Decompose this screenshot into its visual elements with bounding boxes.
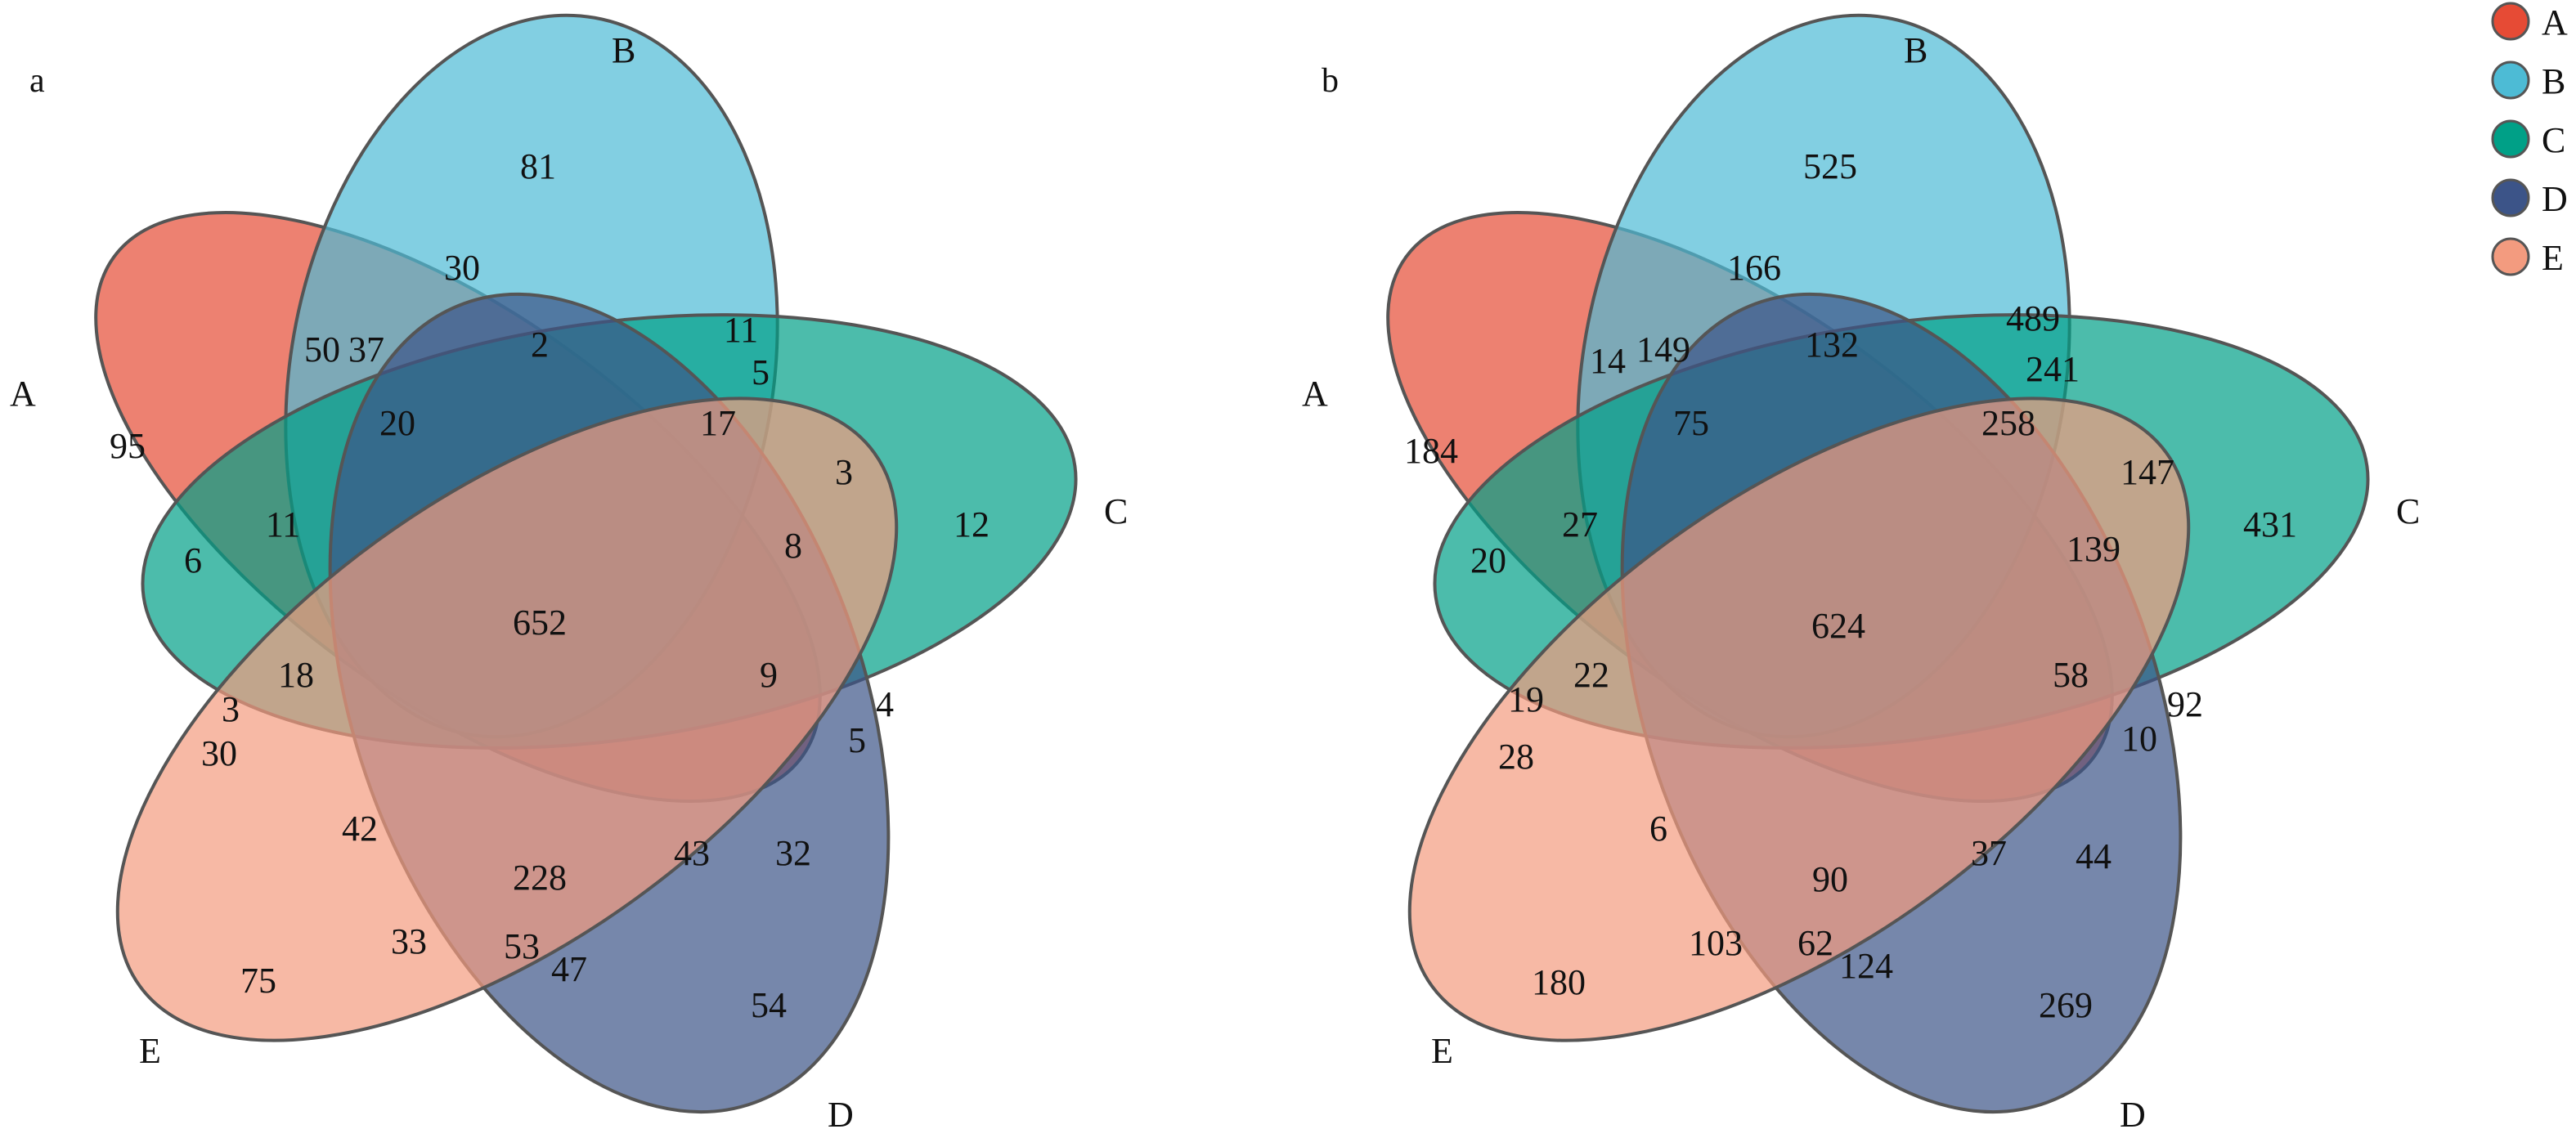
set-label-C: C (1104, 491, 1128, 531)
panel-a-ellipses (94, 13, 1078, 1114)
set-label-C: C (2396, 491, 2420, 531)
legend-label-E: E (2542, 238, 2564, 278)
legend-label-B: B (2542, 61, 2565, 101)
legend-label-A: A (2542, 2, 2568, 43)
region-count: 3 (222, 689, 240, 729)
region-count: 147 (2120, 452, 2174, 492)
panel-b-ellipses (1386, 13, 2370, 1114)
region-count: 4 (876, 684, 894, 724)
legend-swatch-D (2491, 178, 2530, 217)
region-count: 95 (110, 426, 146, 466)
region-count: 75 (240, 961, 276, 1001)
region-count: 37 (348, 329, 384, 370)
legend-item-D: D (2491, 178, 2568, 219)
region-count: 30 (201, 733, 237, 773)
legend-swatch-C (2491, 119, 2530, 159)
region-count: 241 (2026, 349, 2080, 389)
legend-swatch-E (2491, 237, 2530, 276)
region-count: 22 (1573, 655, 1609, 695)
region-count: 10 (2121, 719, 2157, 759)
legend-item-B: B (2491, 60, 2565, 101)
region-count: 92 (2167, 684, 2203, 724)
region-count: 43 (674, 833, 710, 873)
panel-label-a: a (29, 62, 45, 100)
region-count: 53 (504, 926, 540, 966)
venn-panel-b: b A B C D E 525 166 132 489 241 14 149 7… (1302, 13, 2420, 1135)
region-count: 32 (775, 833, 811, 873)
region-count: 18 (278, 655, 314, 695)
region-count: 258 (1981, 403, 2035, 443)
region-count: 28 (1498, 737, 1534, 777)
region-count: 124 (1839, 946, 1893, 986)
region-count: 184 (1404, 431, 1458, 471)
region-count: 11 (724, 310, 758, 350)
region-count: 11 (266, 504, 300, 544)
set-ellipse-E (1407, 397, 2191, 1042)
region-count: 75 (1673, 403, 1709, 443)
legend-label-D: D (2542, 179, 2568, 219)
legend-label-C: C (2542, 120, 2565, 160)
region-count: 14 (1590, 341, 1626, 381)
region-count: 33 (391, 921, 427, 961)
legend-swatch-B (2491, 60, 2530, 100)
set-ellipse-E (115, 397, 899, 1042)
region-count: 44 (2076, 836, 2112, 876)
region-count: 139 (2067, 529, 2120, 569)
region-count: 3 (835, 452, 853, 492)
set-label-B: B (1904, 30, 1928, 70)
region-count: 6 (1649, 809, 1667, 849)
region-count: 50 (304, 329, 340, 370)
region-count: 132 (1805, 325, 1859, 365)
region-count: 431 (2243, 504, 2297, 544)
region-count: 269 (2039, 985, 2093, 1025)
region-count: 180 (1532, 962, 1586, 1002)
region-count: 81 (520, 146, 556, 186)
region-count: 20 (379, 403, 415, 443)
region-count: 6 (184, 540, 202, 580)
region-count: 42 (342, 809, 378, 849)
legend-swatch-A (2491, 2, 2530, 41)
region-count: 9 (760, 655, 778, 695)
region-count: 149 (1636, 329, 1690, 370)
region-count: 166 (1727, 248, 1781, 288)
region-count: 624 (1811, 606, 1865, 646)
region-count: 47 (551, 949, 587, 989)
region-count: 228 (513, 858, 567, 898)
set-label-A: A (10, 374, 36, 414)
region-count: 5 (848, 720, 866, 760)
region-count: 20 (1470, 540, 1506, 580)
legend-item-C: C (2491, 119, 2565, 160)
set-label-A: A (1302, 374, 1328, 414)
panel-a-region-counts: 81 30 2 11 5 50 37 20 17 95 3 12 6 11 8 … (110, 146, 990, 1025)
region-count: 652 (513, 603, 567, 643)
region-count: 30 (444, 248, 480, 288)
set-label-E: E (1431, 1031, 1453, 1071)
set-label-D: D (2120, 1095, 2146, 1135)
region-count: 37 (1971, 833, 2007, 873)
region-count: 489 (2006, 298, 2060, 338)
legend: A B C D E (2491, 2, 2568, 278)
legend-item-A: A (2491, 2, 2568, 43)
region-count: 2 (531, 325, 549, 365)
set-label-D: D (828, 1095, 854, 1135)
region-count: 103 (1689, 923, 1743, 963)
region-count: 19 (1508, 679, 1544, 719)
set-label-E: E (139, 1031, 161, 1071)
set-label-B: B (612, 30, 635, 70)
venn-panel-a: a A B C D E 81 30 2 11 5 50 37 20 17 95 … (10, 13, 1128, 1135)
region-count: 62 (1797, 923, 1833, 963)
panel-b-region-counts: 525 166 132 489 241 14 149 75 258 184 14… (1404, 146, 2297, 1025)
region-count: 525 (1803, 146, 1857, 186)
region-count: 58 (2053, 655, 2089, 695)
region-count: 17 (700, 403, 736, 443)
region-count: 8 (784, 526, 802, 566)
panel-label-b: b (1322, 62, 1339, 100)
region-count: 27 (1562, 504, 1598, 544)
region-count: 5 (752, 352, 770, 392)
region-count: 90 (1812, 859, 1848, 899)
legend-item-E: E (2491, 237, 2564, 278)
region-count: 54 (751, 985, 787, 1025)
region-count: 12 (954, 504, 990, 544)
